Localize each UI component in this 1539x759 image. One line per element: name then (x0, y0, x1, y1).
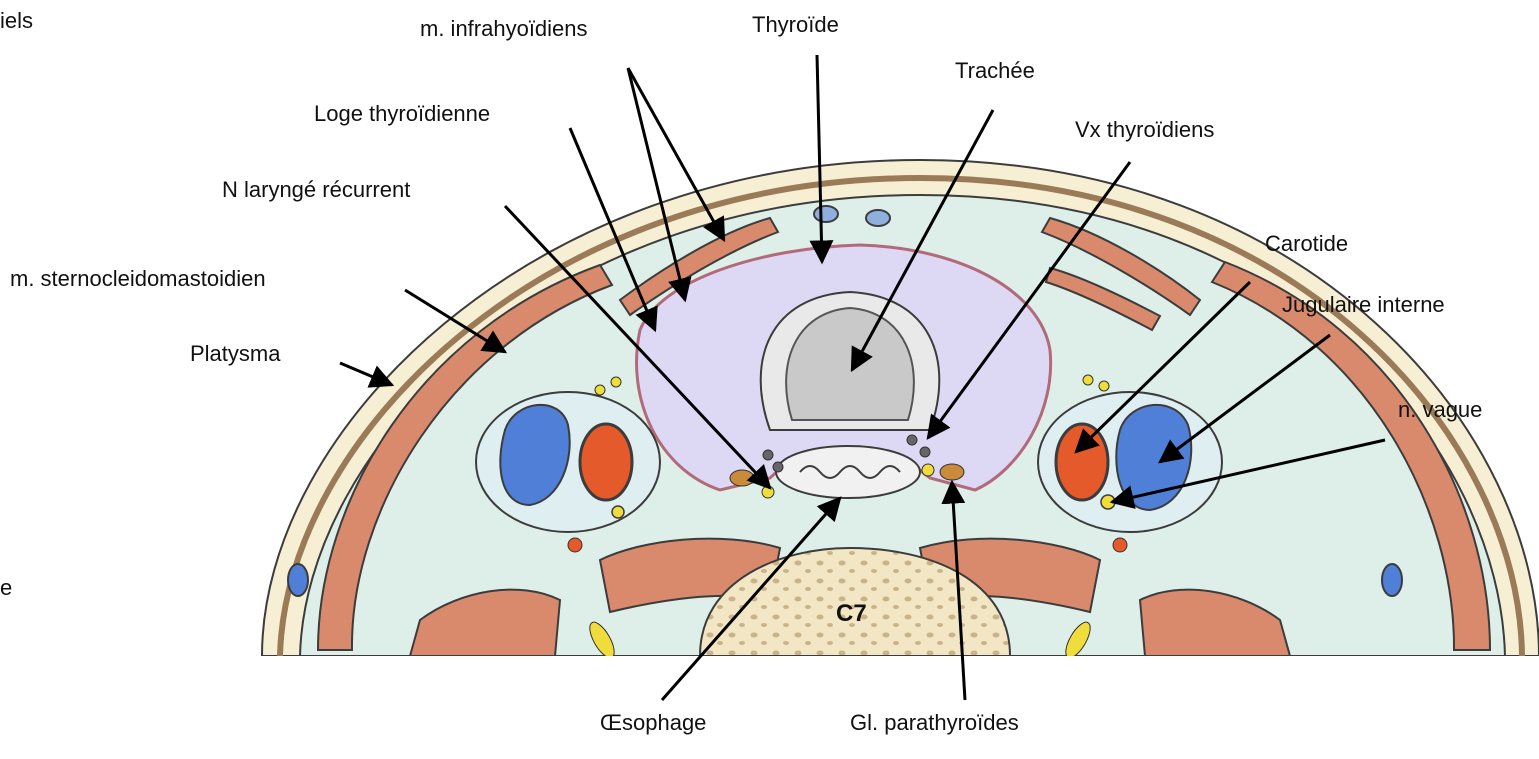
carotid-left (580, 424, 632, 500)
node-right-a (1083, 375, 1093, 385)
label-internal-jugular: Jugulaire interne (1282, 292, 1445, 318)
vessel-right-1 (907, 435, 917, 445)
parathyroid-left (730, 470, 754, 486)
vessel-left-1 (763, 450, 773, 460)
anterior-jugular-left (814, 206, 838, 222)
label-thyroid: Thyroïde (752, 12, 839, 38)
parathyroid-right (940, 464, 964, 480)
ext-jugular-right (1382, 564, 1402, 596)
recurrent-nerve-right (922, 464, 934, 476)
cropped-text-top: iels (0, 8, 33, 34)
label-scm: m. sternocleidomastoidien (10, 266, 266, 292)
anterior-jugular-right (866, 210, 890, 226)
carotid-right (1056, 424, 1108, 500)
node-right-b (1099, 381, 1109, 391)
label-esophagus: Œsophage (600, 710, 706, 736)
label-thyroid-lodge: Loge thyroïdienne (314, 101, 490, 127)
esophagus-shape (776, 446, 920, 498)
label-carotid: Carotide (1265, 231, 1348, 257)
small-artery-right (1113, 538, 1127, 552)
node-left-b (611, 377, 621, 387)
arrow-platysma (340, 363, 392, 385)
label-recurrent-nerve: N laryngé récurrent (222, 177, 410, 203)
label-vagus: n. vague (1398, 397, 1482, 423)
cropped-text-bottom: e (0, 575, 12, 601)
label-infrahyoid: m. infrahyoïdiens (420, 16, 588, 42)
vagus-left (612, 506, 624, 518)
vessel-right-2 (920, 447, 930, 457)
small-artery-left (568, 538, 582, 552)
node-left-a (595, 385, 605, 395)
label-trachea: Trachée (955, 58, 1035, 84)
label-parathyroids: Gl. parathyroïdes (850, 710, 1019, 736)
label-vertebra: C7 (836, 600, 867, 628)
label-platysma: Platysma (190, 341, 280, 367)
vessel-left-2 (773, 462, 783, 472)
ext-jugular-left (288, 564, 308, 596)
label-thyroid-vessels: Vx thyroïdiens (1075, 117, 1214, 143)
